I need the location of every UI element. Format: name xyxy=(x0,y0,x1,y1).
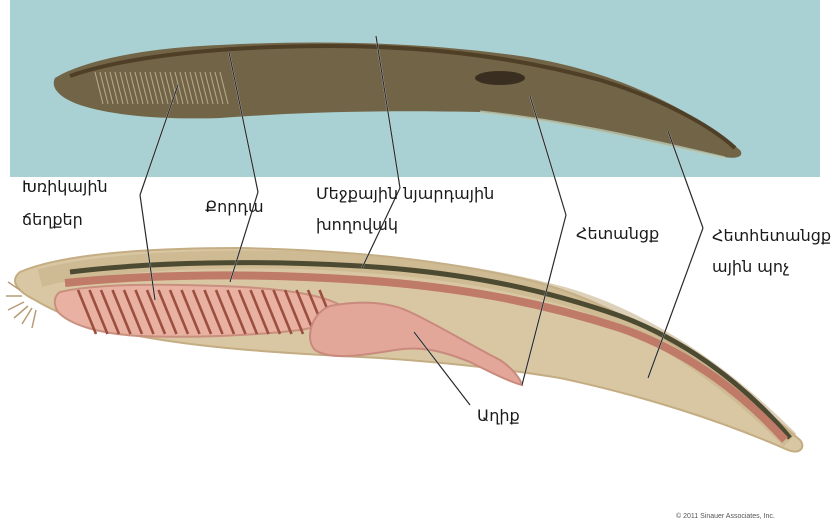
label-gut: Աղիք xyxy=(477,405,520,427)
label-anus: Հետանցք xyxy=(576,223,659,245)
label-tail-1: Հետհետանցք xyxy=(712,225,831,247)
label-nerve-cord-1: Մեջքային նյարդային xyxy=(316,183,494,205)
label-notochord: Քորդա xyxy=(205,196,264,218)
lancelet-illustration xyxy=(6,248,802,452)
label-nerve-cord-2: խողովակ xyxy=(316,214,398,236)
label-gill-slits-1: Խռիկային xyxy=(22,176,108,198)
label-tail-2: ային պոչ xyxy=(712,256,790,278)
photo-gut-dark xyxy=(475,71,525,85)
copyright-notice: © 2011 Sinauer Associates, Inc. xyxy=(676,513,775,520)
label-gill-slits-2: ճեղքեր xyxy=(22,209,83,231)
lancelet-photo xyxy=(10,0,820,177)
